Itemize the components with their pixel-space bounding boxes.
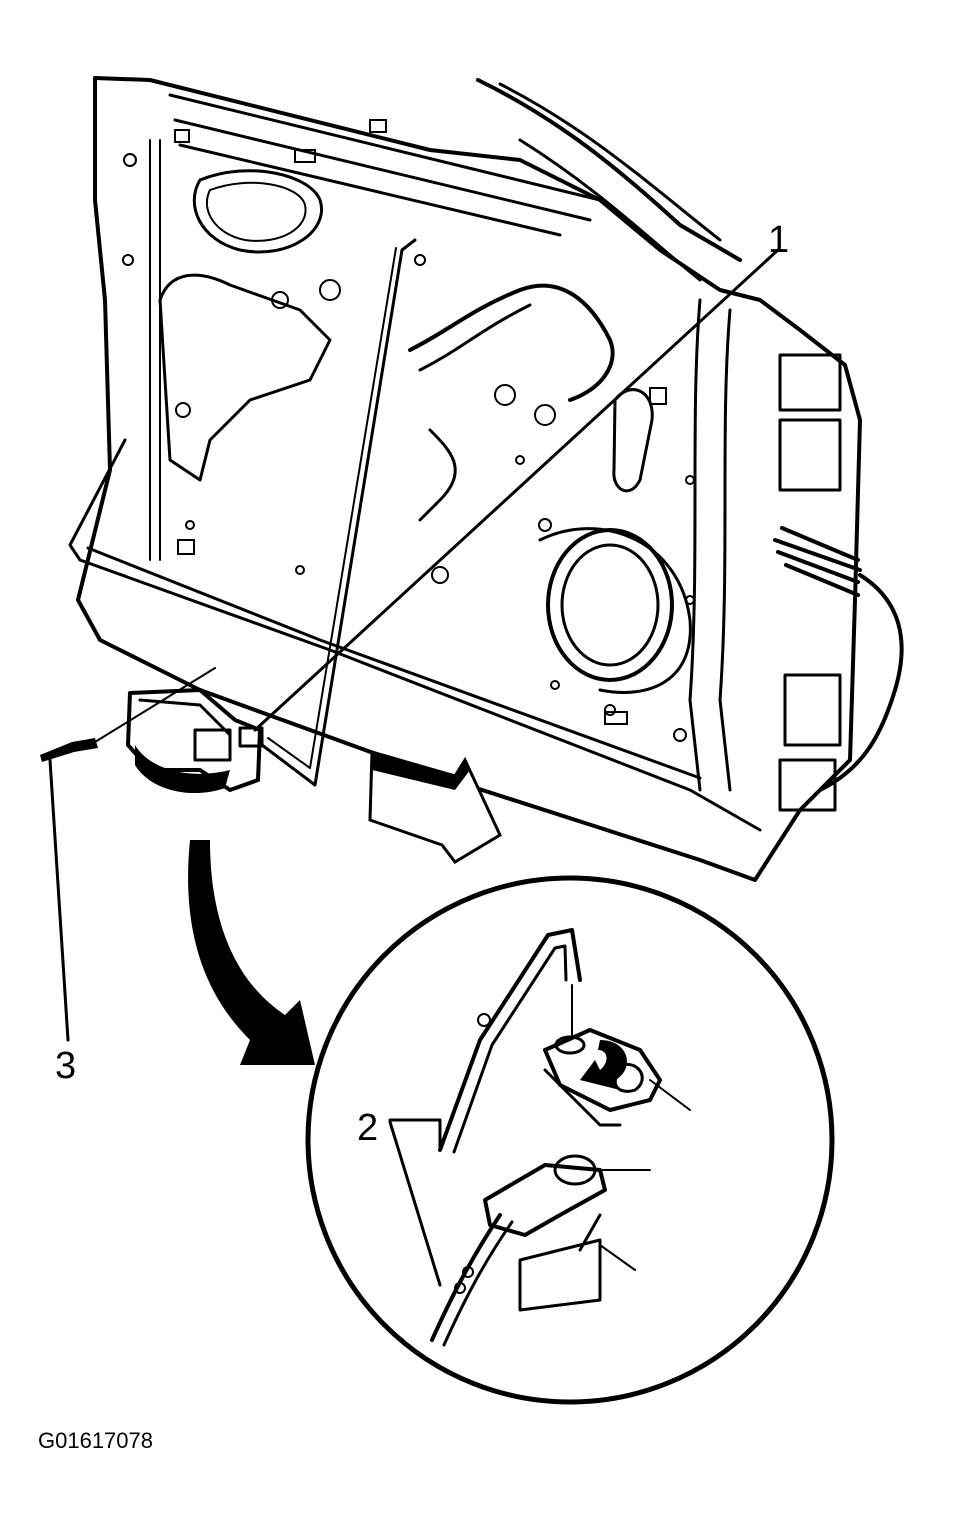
panel-slots — [174, 119, 667, 725]
door-inner-panel — [68, 76, 904, 882]
flow-arrow-icon — [368, 750, 502, 864]
rod-clip-upper — [543, 1028, 691, 1127]
rod-clip-lower — [430, 1154, 651, 1347]
figure-id: G01617078 — [38, 1428, 153, 1453]
panel-holes — [122, 153, 695, 742]
screw-icon — [40, 667, 216, 762]
callout-3: 3 — [55, 1045, 76, 1087]
detail-magnifier-circle — [305, 875, 835, 1405]
callout-1: 1 — [768, 219, 789, 261]
curved-arrow-icon — [188, 840, 315, 1065]
callout-2: 2 — [357, 1107, 378, 1149]
actuator-rod — [260, 238, 417, 787]
leader-lines — [48, 248, 780, 1287]
rotation-arrow-icon — [580, 1040, 627, 1090]
